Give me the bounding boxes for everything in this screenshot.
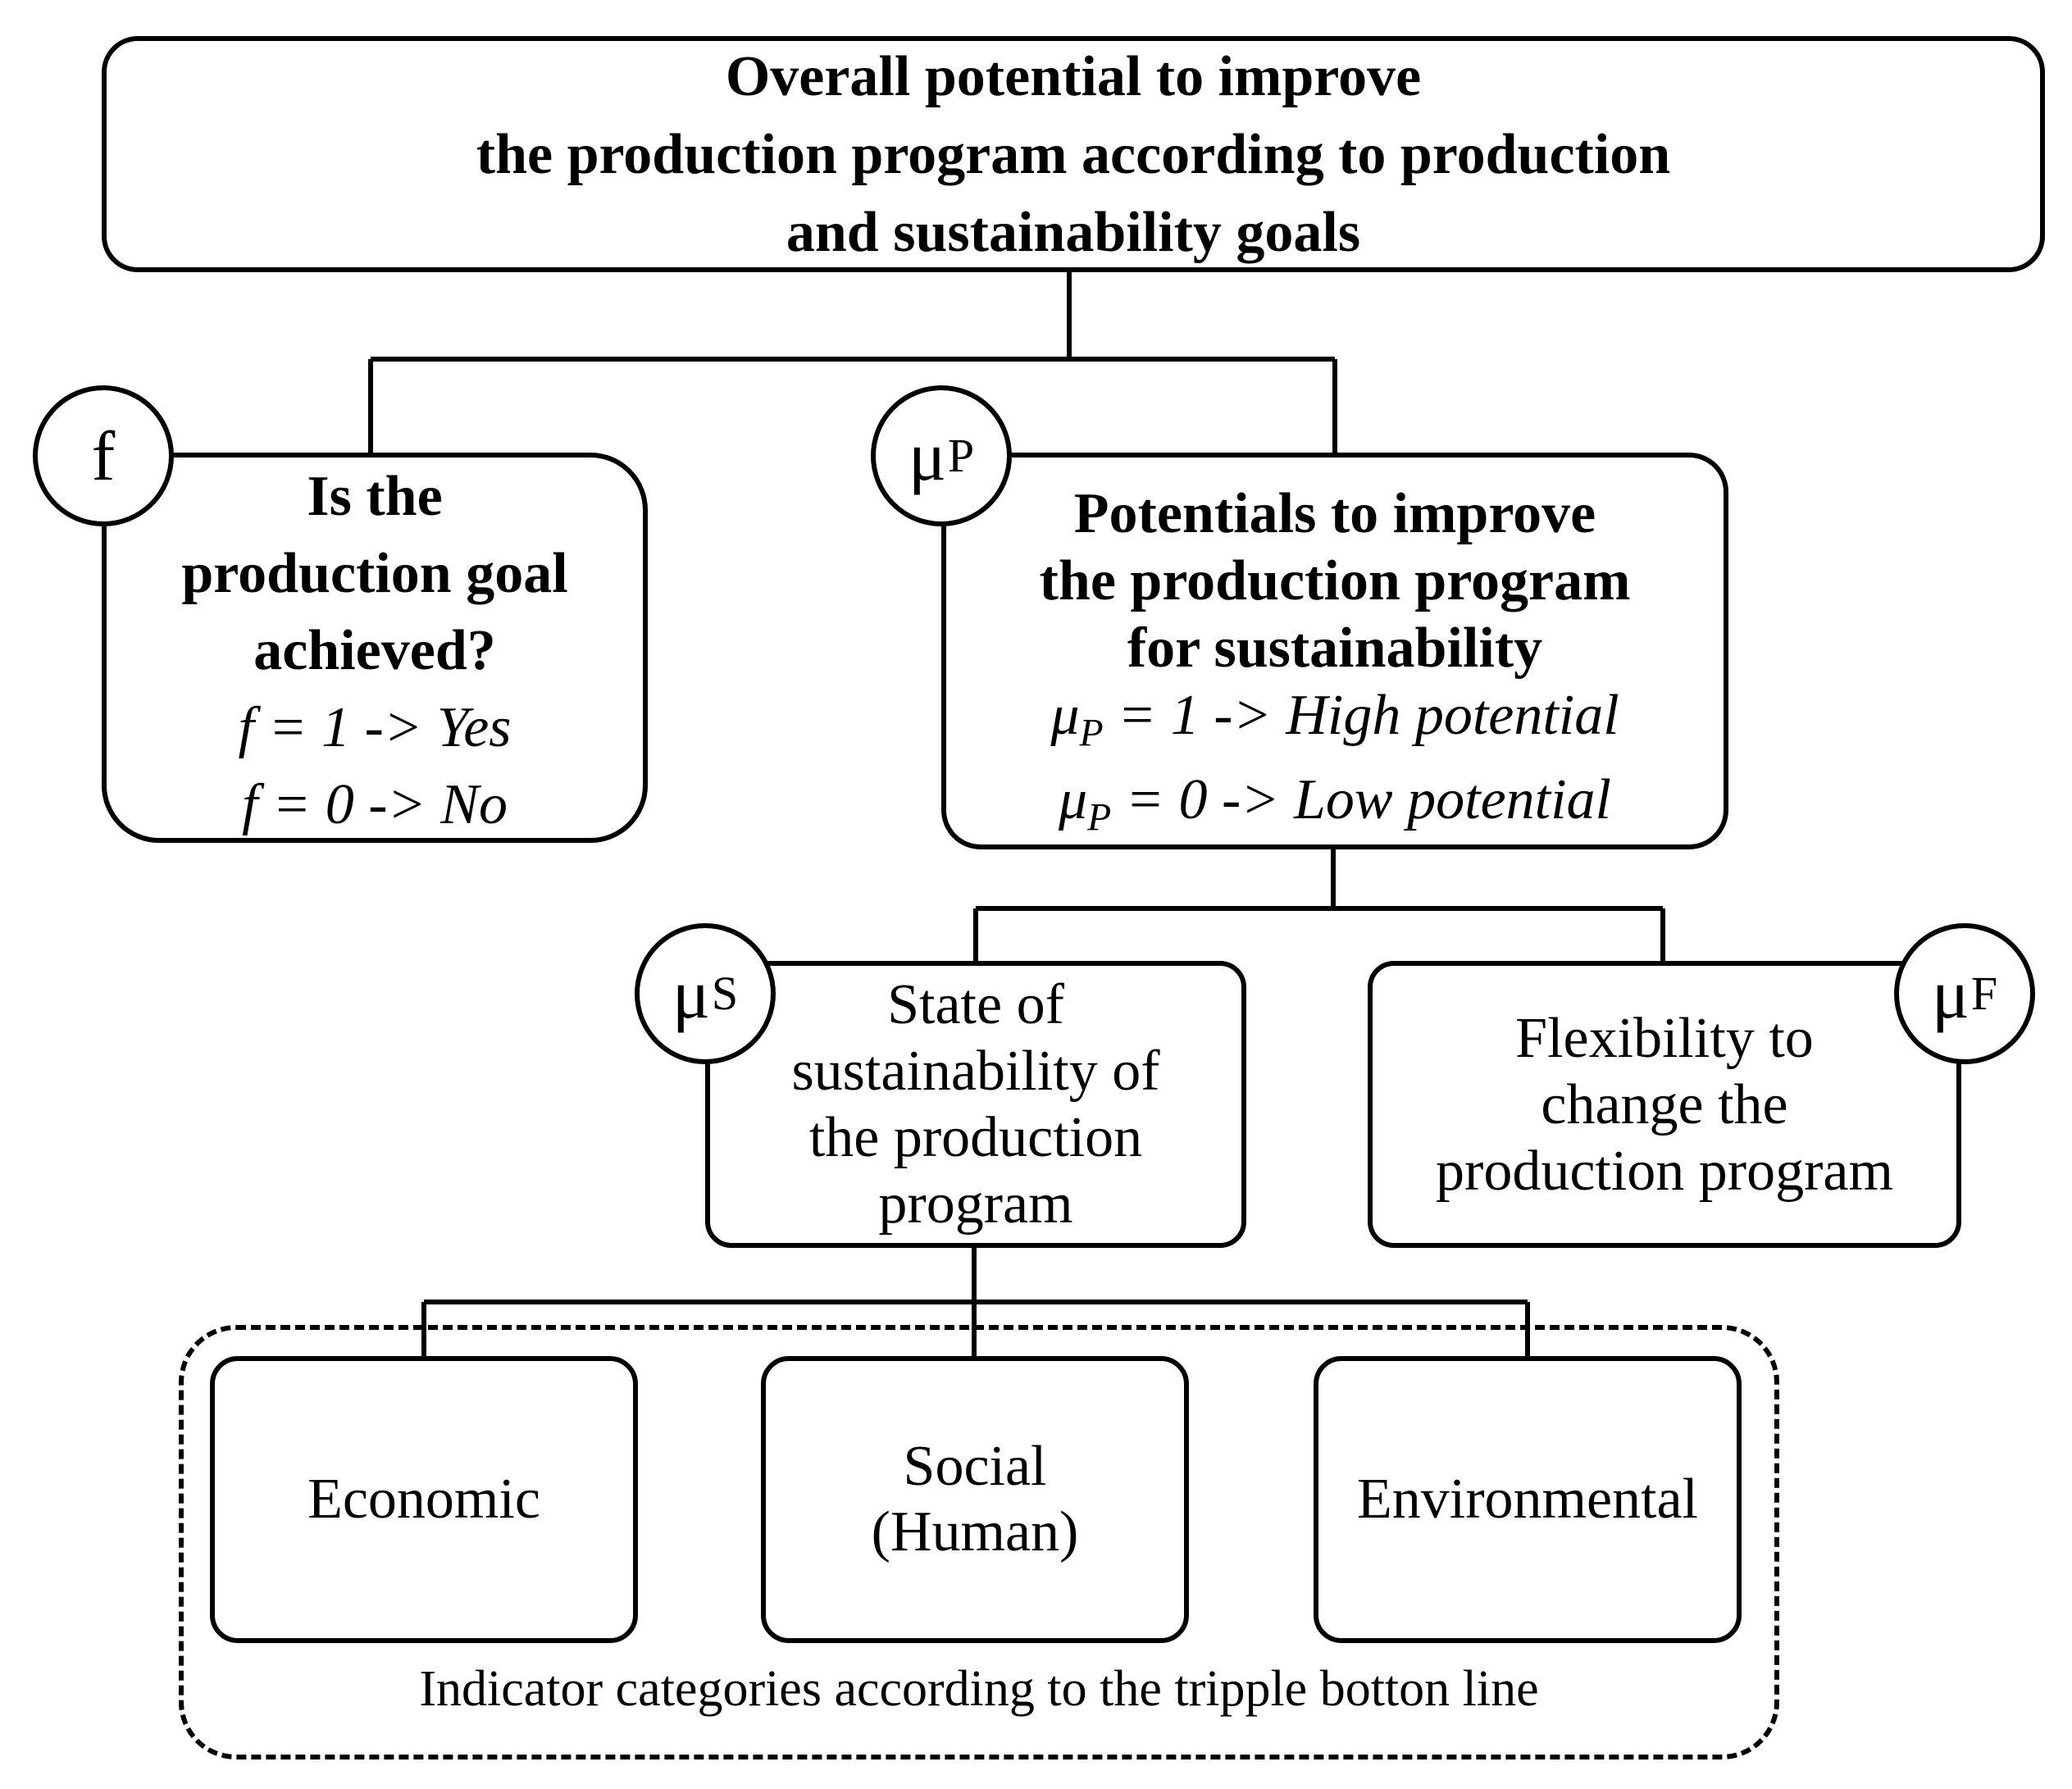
badge-mu-f-symbol: μ (1931, 954, 1970, 1033)
economic-label: Economic (307, 1468, 540, 1531)
overall-line-1: Overall potential to improve (725, 44, 1422, 108)
potentials-title-line-1: Potentials to improve (1073, 481, 1596, 545)
indicator-categories-caption: Indicator categories according to the tr… (419, 1661, 1539, 1717)
economic-category-box: Economic (210, 1356, 638, 1643)
potentials-high-sub: P (1079, 712, 1104, 754)
potentials-low-line: μP = 0 -> Low potential (1059, 767, 1611, 851)
potentials-high-text: = 1 -> High potential (1103, 683, 1619, 747)
potentials-title-line-3: for sustainability (1127, 616, 1543, 680)
potentials-box: Potentials to improve the production pro… (941, 453, 1728, 849)
flexibility-line-2: change the (1541, 1072, 1788, 1136)
social-label-line-1: Social (903, 1435, 1047, 1498)
state-line-3: the production (808, 1106, 1143, 1169)
state-line-2: sustainability of (791, 1040, 1160, 1103)
overall-line-3: and sustainability goals (786, 200, 1361, 264)
potentials-title-line-2: the production program (1039, 549, 1631, 612)
environmental-category-box: Environmental (1314, 1356, 1742, 1643)
state-line-1: State of (887, 973, 1064, 1036)
state-of-sustainability-box: State of sustainability of the productio… (705, 961, 1246, 1248)
badge-f-label: f (91, 417, 116, 495)
goal-no-line: f = 0 -> No (242, 773, 508, 836)
goal-question-line-3: achieved? (253, 619, 496, 682)
badge-mu-p-sub: P (947, 429, 975, 482)
goal-question-line-1: Is the (307, 465, 443, 528)
flexibility-box: Flexibility to change the production pro… (1368, 961, 1961, 1248)
indicator-categories-group (179, 1325, 1779, 1759)
badge-mu-s-symbol: μ (672, 954, 710, 1033)
overall-potential-box: Overall potential to improve the product… (102, 36, 2045, 272)
potentials-low-symbol: μ (1059, 768, 1088, 831)
flexibility-line-1: Flexibility to (1515, 1006, 1814, 1070)
badge-mu-p-symbol: μ (908, 417, 946, 495)
overall-line-2: the production program according to prod… (476, 122, 1671, 186)
badge-mu-f-sub: F (1970, 967, 1998, 1020)
potentials-low-text: = 0 -> Low potential (1111, 768, 1611, 831)
goal-yes-line: f = 1 -> Yes (238, 696, 512, 759)
state-line-4: program (878, 1172, 1073, 1236)
flexibility-line-3: production program (1436, 1139, 1893, 1203)
production-goal-box: Is the production goal achieved? f = 1 -… (102, 453, 648, 843)
potentials-low-sub: P (1087, 796, 1112, 840)
environmental-label: Environmental (1356, 1468, 1698, 1531)
badge-mu-s-sub: S (711, 967, 739, 1020)
goal-question-line-2: production goal (181, 542, 568, 605)
social-label-line-2: (Human) (871, 1500, 1079, 1564)
social-category-box: Social (Human) (761, 1356, 1189, 1643)
potentials-high-symbol: μ (1050, 683, 1080, 747)
potentials-high-line: μP = 1 -> High potential (1050, 682, 1619, 767)
badge-f: f (33, 385, 174, 526)
